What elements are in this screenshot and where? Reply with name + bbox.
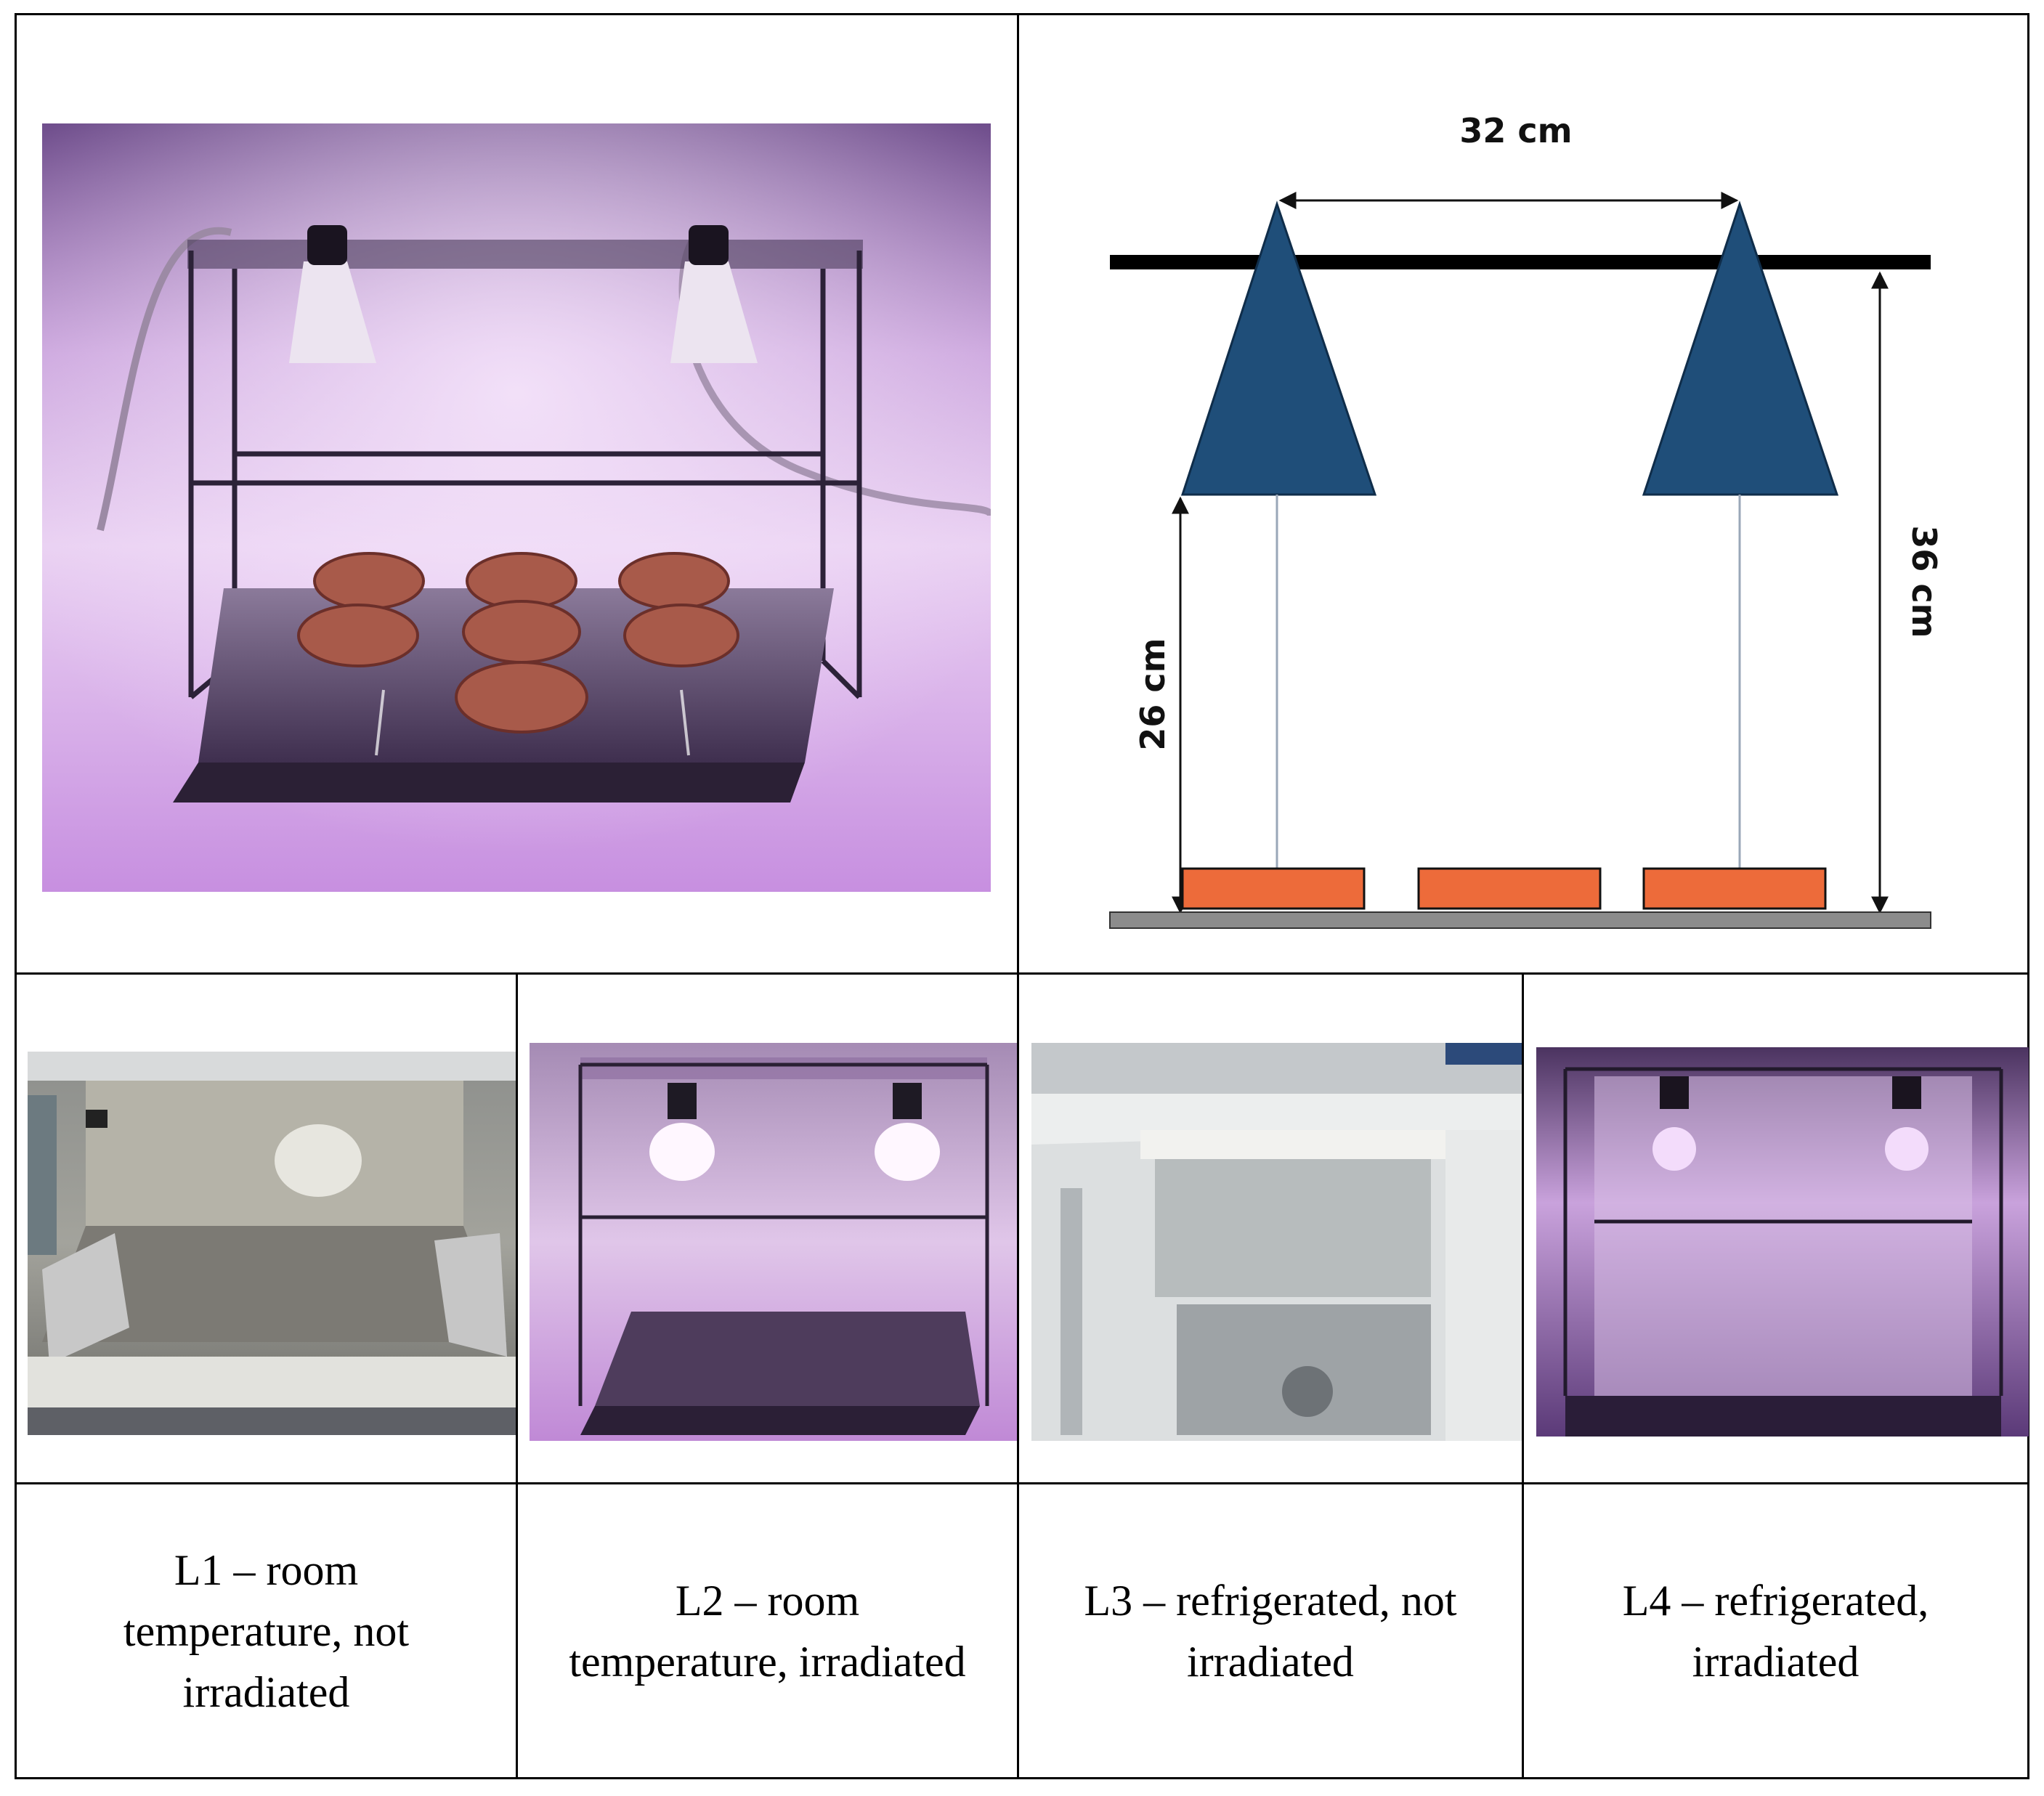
caption-l2-line-2: temperature, irradiated bbox=[569, 1637, 966, 1686]
lamp-right bbox=[1642, 200, 1839, 496]
caption-l4-line-1: L4 – refrigerated, bbox=[1622, 1576, 1929, 1625]
photo-l2-room-temperature-irradiated bbox=[530, 1043, 1017, 1441]
setup-diagram: 32 cm 36 cm 26 cm bbox=[1019, 15, 2027, 972]
caption-l3-line-1: L3 – refrigerated, not bbox=[1084, 1576, 1457, 1625]
base-plate bbox=[1109, 911, 1931, 929]
figure-table bbox=[15, 13, 2029, 1779]
sample-left bbox=[1181, 867, 1366, 910]
caption-l1-line-1: L1 – room bbox=[174, 1545, 359, 1594]
caption-l2: L2 – room temperature, irradiated bbox=[518, 1484, 1017, 1777]
photo-l4-refrigerated-irradiated bbox=[1536, 1047, 2029, 1437]
divider-bottom-2 bbox=[1017, 972, 1019, 1779]
caption-l4: L4 – refrigerated, irradiated bbox=[1524, 1484, 2027, 1777]
divider-bottom-3 bbox=[1522, 972, 1524, 1779]
divider-row-1 bbox=[15, 972, 2029, 975]
divider-top-middle bbox=[1017, 13, 1019, 975]
caption-l1: L1 – room temperature, not irradiated bbox=[17, 1484, 516, 1777]
caption-l1-line-3: irradiated bbox=[182, 1667, 350, 1716]
caption-l2-line-1: L2 – room bbox=[675, 1576, 860, 1625]
divider-bottom-1 bbox=[516, 972, 518, 1779]
photo-l1-room-temperature-not-irradiated bbox=[28, 1052, 516, 1435]
photo-l3-refrigerated-not-irradiated bbox=[1031, 1043, 1522, 1441]
support-bar bbox=[1110, 255, 1931, 269]
height-label: 36 cm bbox=[1905, 525, 1944, 638]
sample-right bbox=[1642, 867, 1827, 910]
photo-setup-irradiation bbox=[42, 123, 991, 892]
divider-row-2 bbox=[15, 1482, 2029, 1484]
caption-l3-line-2: irradiated bbox=[1187, 1637, 1354, 1686]
caption-l4-line-2: irradiated bbox=[1692, 1637, 1860, 1686]
width-label: 32 cm bbox=[1459, 111, 1572, 150]
lamp-distance-label: 26 cm bbox=[1133, 638, 1172, 750]
sample-middle bbox=[1417, 867, 1602, 910]
caption-l3: L3 – refrigerated, not irradiated bbox=[1019, 1484, 1522, 1777]
caption-l1-line-2: temperature, not bbox=[123, 1606, 410, 1655]
lamp-left bbox=[1180, 200, 1377, 496]
